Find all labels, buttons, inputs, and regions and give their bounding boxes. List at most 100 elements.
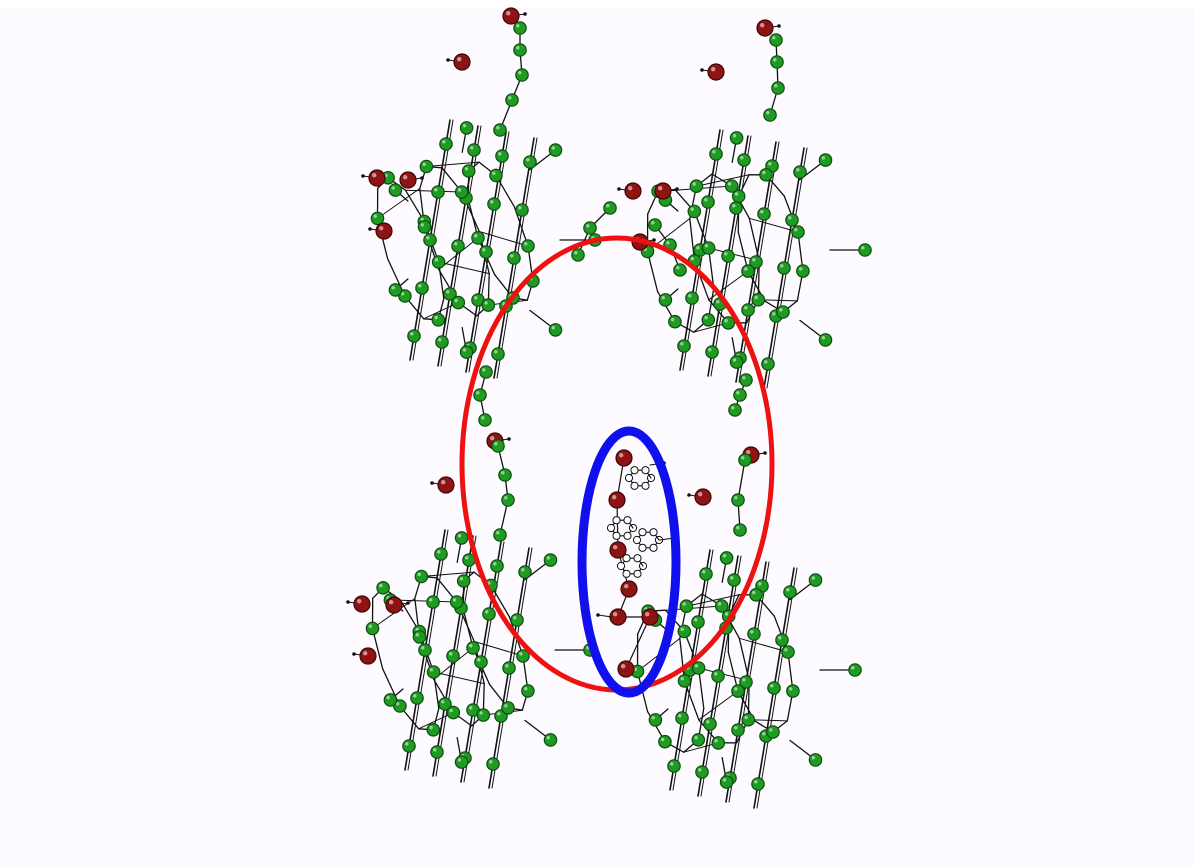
atom-body — [453, 53, 471, 71]
atom-highlight — [730, 576, 734, 580]
carbon-atom — [501, 493, 515, 507]
carbon-atom — [818, 153, 833, 167]
hydrogen-tip — [361, 174, 365, 178]
atom-highlight — [734, 687, 738, 691]
guest-carbon-atom — [632, 535, 642, 545]
carbon-atom — [461, 164, 476, 178]
carbon-atom — [476, 708, 491, 722]
carbon-atom — [739, 675, 753, 689]
oxygen-atom — [641, 608, 659, 626]
oxygen-atom — [368, 169, 386, 187]
atom-body — [515, 203, 529, 217]
atom-body — [733, 523, 747, 537]
atom-body — [479, 245, 493, 259]
atom-body — [478, 413, 492, 427]
atom-body — [426, 665, 441, 679]
atom-body — [731, 684, 745, 698]
atom-highlight — [469, 644, 473, 648]
atom-body — [727, 573, 741, 587]
atom-highlight — [762, 170, 766, 175]
carbon-atom — [701, 312, 716, 327]
bond — [625, 616, 651, 670]
atom-body — [617, 660, 635, 678]
carbon-atom — [543, 733, 558, 747]
atom-highlight — [489, 760, 493, 764]
atom-highlight — [413, 694, 417, 698]
atom-highlight — [736, 391, 740, 395]
atom-highlight — [457, 57, 462, 62]
carbon-atom — [467, 143, 481, 157]
atom-body — [767, 681, 781, 695]
atom-body — [456, 574, 471, 588]
atom-body — [491, 439, 505, 453]
hydrogen-tip — [430, 481, 434, 485]
atom-highlight — [441, 700, 445, 704]
atom-highlight — [410, 332, 414, 336]
carbon-atom — [733, 523, 747, 537]
atom-highlight — [724, 612, 729, 616]
atom-body — [721, 316, 736, 330]
atom-body — [454, 531, 469, 545]
carbon-atom — [658, 293, 673, 307]
bond — [689, 217, 696, 262]
atom-body — [471, 231, 485, 245]
atom-body — [777, 261, 791, 275]
oxygen-atom — [756, 19, 774, 37]
atom-highlight — [651, 716, 655, 720]
atom-highlight — [734, 726, 738, 730]
atom-body — [434, 547, 448, 561]
atom-highlight — [524, 242, 528, 246]
atom-body — [685, 291, 699, 305]
atom-body — [751, 777, 765, 791]
guest-carbon-atom — [641, 466, 650, 475]
atom-highlight — [680, 342, 684, 346]
carbon-atom — [402, 739, 416, 753]
atom-body — [609, 541, 627, 559]
atom-highlight — [482, 248, 486, 252]
atom-highlight — [678, 714, 682, 718]
carbon-atom — [677, 674, 692, 688]
oxygen-atom — [353, 595, 371, 613]
atom-body — [711, 669, 725, 683]
atom-highlight — [661, 737, 665, 742]
carbon-atom — [426, 595, 440, 609]
carbon-atom — [791, 225, 805, 239]
atom-body — [608, 491, 626, 509]
atom-body — [513, 43, 527, 57]
atom-highlight — [732, 204, 736, 208]
carbon-atom — [648, 218, 662, 232]
atom-body — [501, 701, 515, 715]
atom-body — [721, 249, 735, 263]
atom-highlight — [551, 326, 555, 330]
carbon-atom — [486, 757, 500, 771]
atom-highlight — [780, 264, 784, 268]
atom-highlight — [401, 292, 405, 296]
carbon-atom — [733, 388, 747, 402]
atom-body — [615, 449, 633, 467]
atom-body — [818, 333, 833, 347]
atom-highlight — [788, 216, 792, 220]
atom-body — [375, 222, 393, 240]
atom-highlight — [379, 226, 384, 231]
atom-highlight — [379, 583, 383, 588]
carbon-atom — [466, 641, 480, 655]
atom-highlight — [434, 188, 438, 192]
atom-highlight — [505, 664, 509, 668]
carbon-atom — [691, 732, 706, 747]
carbon-atom — [393, 699, 407, 713]
atom-highlight — [680, 627, 684, 631]
atom-highlight — [482, 368, 486, 372]
atom-body — [548, 323, 563, 337]
carbon-atom — [709, 147, 723, 161]
atom-highlight — [494, 350, 498, 354]
atom-body — [701, 241, 716, 255]
carbon-atom — [719, 775, 734, 789]
carbon-atom — [711, 736, 726, 750]
atom-body — [739, 373, 753, 387]
oxygen-atom — [385, 596, 403, 614]
atom-highlight — [770, 684, 774, 688]
atom-highlight — [490, 436, 495, 441]
atom-body — [410, 691, 424, 705]
atom-body — [733, 388, 747, 402]
atom-highlight — [772, 312, 776, 316]
